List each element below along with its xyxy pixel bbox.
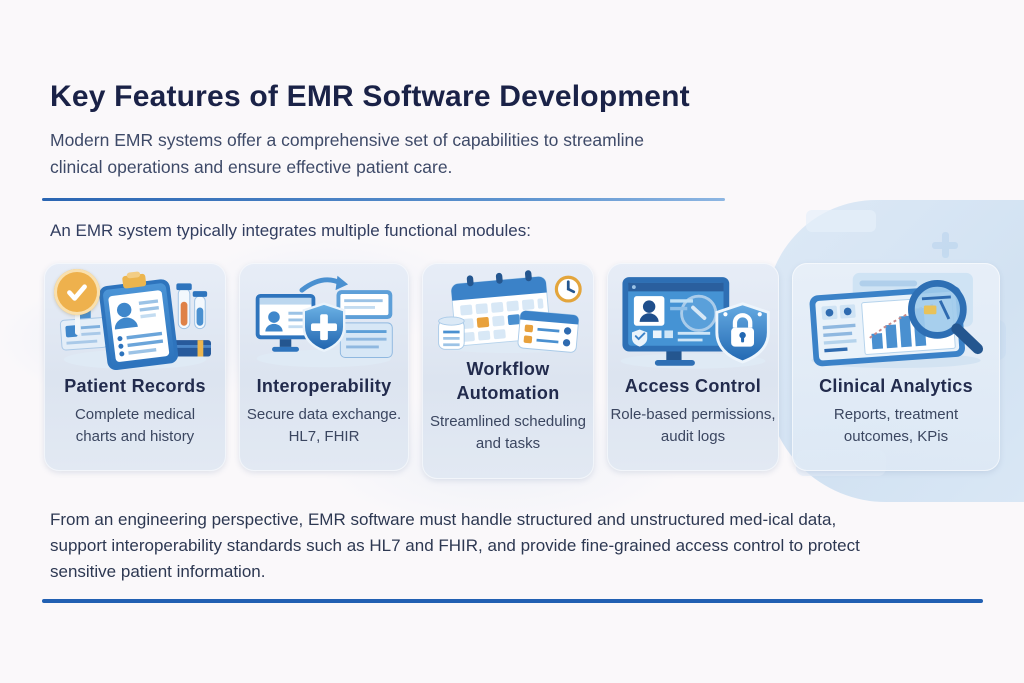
page-subtitle-line: Modern EMR systems offer a comprehensive… bbox=[50, 130, 644, 150]
card-description: Complete medical charts and history bbox=[74, 406, 196, 445]
card-description: Secure data exchange. HL7, FHIR bbox=[246, 406, 402, 445]
page-title: Key Features of EMR Software Development bbox=[50, 80, 690, 113]
calendar-clock-tasks-icon bbox=[422, 265, 594, 353]
feature-card-access-control: Access Control Role-based permissions, a… bbox=[607, 263, 779, 471]
data-exchange-shield-icon bbox=[239, 265, 409, 370]
footer-paragraph-line: From an engineering perspective, EMR sof… bbox=[50, 510, 837, 529]
medical-plus-icon bbox=[932, 232, 958, 258]
check-badge-icon bbox=[54, 269, 100, 315]
footer-paragraph-line: support interoperability standards such … bbox=[50, 536, 860, 555]
card-title: Clinical Analytics bbox=[819, 376, 973, 396]
feature-cards-row: Patient Records Complete medical charts … bbox=[44, 263, 1000, 479]
card-title: Access Control bbox=[624, 376, 762, 396]
card-description: Reports, treatment outcomes, KPis bbox=[833, 406, 959, 445]
feature-card-workflow-automation: Workflow Automation Streamlined scheduli… bbox=[422, 263, 594, 479]
decorative-chip bbox=[806, 210, 876, 232]
bottom-divider bbox=[42, 599, 983, 603]
modules-intro-text: An EMR system typically integrates multi… bbox=[50, 221, 531, 240]
feature-card-clinical-analytics: Clinical Analytics Reports, treatment ou… bbox=[792, 263, 1000, 471]
top-divider bbox=[42, 198, 725, 201]
analytics-chart-magnifier-icon bbox=[792, 265, 1000, 370]
card-description: Streamlined scheduling and tasks bbox=[430, 413, 586, 452]
page-subtitle-line: clinical operations and ensure effective… bbox=[50, 157, 453, 177]
card-description: Role-based permissions, audit logs bbox=[610, 406, 776, 445]
badge-stem bbox=[75, 311, 80, 335]
monitor-shield-lock-icon bbox=[607, 265, 779, 370]
page-subtitle: Modern EMR systems offer a comprehensive… bbox=[50, 127, 644, 181]
feature-card-patient-records: Patient Records Complete medical charts … bbox=[44, 263, 226, 471]
footer-paragraph: From an engineering perspective, EMR sof… bbox=[50, 507, 860, 585]
patient-records-clipboard-icon bbox=[44, 265, 226, 370]
card-title: Interoperability bbox=[256, 376, 392, 396]
feature-card-interoperability: Interoperability Secure data exchange. H… bbox=[239, 263, 409, 471]
card-title: Workflow Automation bbox=[456, 359, 560, 403]
card-title: Patient Records bbox=[64, 376, 206, 396]
footer-paragraph-line: sensitive patient information. bbox=[50, 562, 266, 581]
